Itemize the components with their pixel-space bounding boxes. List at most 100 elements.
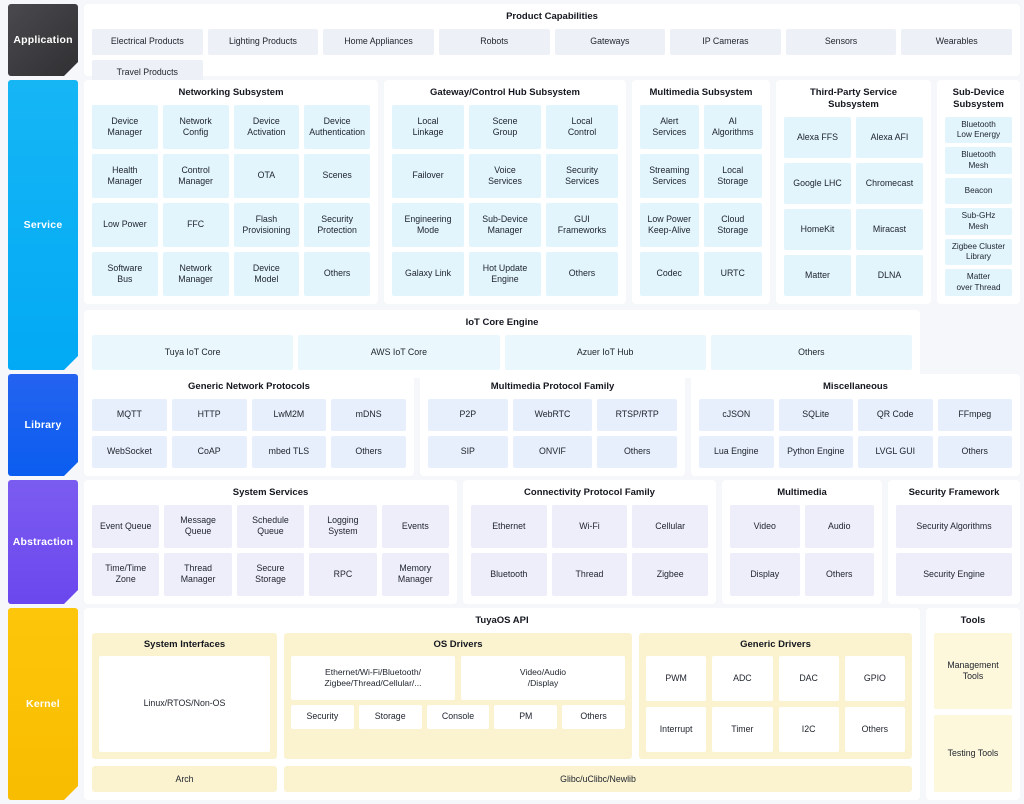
tile-networking[interactable]: FFC xyxy=(162,202,229,247)
tile-miscellaneous[interactable]: FFmpeg xyxy=(937,398,1012,431)
tile-os-driver[interactable]: Others xyxy=(562,704,625,729)
tile-miscellaneous[interactable]: Others xyxy=(937,435,1012,468)
tile-os-driver[interactable]: Console xyxy=(426,704,490,729)
tile-generic-network[interactable]: mbed TLS xyxy=(251,435,327,468)
tile-system-service[interactable]: Message Queue xyxy=(164,504,232,548)
tile-gateway[interactable]: Failover xyxy=(392,153,464,198)
tile-third-party[interactable]: DLNA xyxy=(856,254,923,296)
tile-system-service[interactable]: Memory Manager xyxy=(381,552,449,596)
tile-connectivity[interactable]: Thread xyxy=(551,552,628,596)
layer-chip-kernel[interactable]: Kernel xyxy=(8,608,78,800)
tile-miscellaneous[interactable]: SQLite xyxy=(778,398,853,431)
tile-networking[interactable]: Software Bus xyxy=(92,251,158,296)
tile-connectivity[interactable]: Ethernet xyxy=(471,504,547,548)
tile-os-driver[interactable]: Video/Audio /Display xyxy=(461,655,625,700)
tile-libc[interactable]: Glibc/uClibc/Newlib xyxy=(284,766,912,792)
tile-product-capability[interactable]: Robots xyxy=(438,28,550,55)
tile-multimedia[interactable]: Alert Services xyxy=(640,104,699,149)
tile-system-service[interactable]: Events xyxy=(381,504,449,548)
tile-miscellaneous[interactable]: Python Engine xyxy=(778,435,853,468)
tile-gateway[interactable]: Local Linkage xyxy=(392,104,464,149)
tile-generic-network[interactable]: MQTT xyxy=(92,398,167,431)
tile-generic-driver[interactable]: Timer xyxy=(712,706,773,752)
tile-multimedia[interactable]: Codec xyxy=(640,251,699,296)
tile-system-service[interactable]: Thread Manager xyxy=(164,552,232,596)
tile-product-capability[interactable]: Gateways xyxy=(554,28,666,55)
tile-networking[interactable]: Device Activation xyxy=(233,104,300,149)
tile-product-capability[interactable]: Electrical Products xyxy=(92,28,203,55)
tile-third-party[interactable]: Matter xyxy=(784,254,851,296)
tile-networking[interactable]: Low Power xyxy=(92,202,158,247)
tile-abstraction-multimedia[interactable]: Video xyxy=(730,504,800,548)
tile-system-service[interactable]: Event Queue xyxy=(92,504,160,548)
tile-generic-driver[interactable]: Interrupt xyxy=(646,706,707,752)
tile-generic-driver[interactable]: ADC xyxy=(712,655,773,701)
tile-generic-network[interactable]: Others xyxy=(331,435,406,468)
tile-iot-core[interactable]: Tuya IoT Core xyxy=(92,334,294,370)
tile-gateway[interactable]: Engineering Mode xyxy=(392,202,464,247)
tile-multimedia[interactable]: Cloud Storage xyxy=(703,202,762,247)
tile-gateway[interactable]: Hot Update Engine xyxy=(469,251,541,296)
tile-abstraction-multimedia[interactable]: Audio xyxy=(804,504,874,548)
tile-security-framework[interactable]: Security Engine xyxy=(896,552,1012,596)
tile-gateway[interactable]: Security Services xyxy=(546,153,618,198)
tile-abstraction-multimedia[interactable]: Others xyxy=(804,552,874,596)
tile-networking[interactable]: Device Authentication xyxy=(304,104,370,149)
tile-tool[interactable]: Management Tools xyxy=(934,632,1012,710)
tile-multimedia[interactable]: URTC xyxy=(703,251,762,296)
tile-multimedia-protocol[interactable]: ONVIF xyxy=(512,435,593,468)
layer-chip-application[interactable]: Application xyxy=(8,4,78,76)
tile-system-service[interactable]: Secure Storage xyxy=(236,552,305,596)
tile-iot-core[interactable]: Others xyxy=(710,334,912,370)
tile-connectivity[interactable]: Bluetooth xyxy=(471,552,547,596)
tile-sub-device[interactable]: Matter over Thread xyxy=(945,269,1012,296)
tile-sub-device[interactable]: Sub-GHz Mesh xyxy=(945,208,1012,235)
tile-third-party[interactable]: Chromecast xyxy=(856,162,923,204)
tile-abstraction-multimedia[interactable]: Display xyxy=(730,552,800,596)
tile-sub-device[interactable]: Zigbee Cluster Library xyxy=(945,238,1012,266)
tile-multimedia[interactable]: Streaming Services xyxy=(640,153,699,198)
tile-product-capability[interactable]: Lighting Products xyxy=(207,28,319,55)
tile-networking[interactable]: Network Manager xyxy=(162,251,229,296)
tile-networking[interactable]: OTA xyxy=(233,153,300,198)
tile-generic-network[interactable]: LwM2M xyxy=(251,398,327,431)
tile-gateway[interactable]: Scene Group xyxy=(469,104,541,149)
tile-third-party[interactable]: Miracast xyxy=(856,208,923,250)
tile-generic-driver[interactable]: PWM xyxy=(646,655,707,701)
tile-miscellaneous[interactable]: cJSON xyxy=(699,398,774,431)
tile-multimedia-protocol[interactable]: Others xyxy=(597,435,677,468)
tile-multimedia[interactable]: AI Algorithms xyxy=(703,104,762,149)
tile-gateway[interactable]: GUI Frameworks xyxy=(546,202,618,247)
tile-third-party[interactable]: Google LHC xyxy=(784,162,851,204)
tile-gateway[interactable]: Local Control xyxy=(546,104,618,149)
tile-multimedia-protocol[interactable]: P2P xyxy=(428,398,508,431)
tile-networking[interactable]: Device Manager xyxy=(92,104,158,149)
tile-third-party[interactable]: Alexa AFI xyxy=(856,116,923,158)
tile-networking[interactable]: Device Model xyxy=(233,251,300,296)
tile-generic-driver[interactable]: Others xyxy=(844,706,905,752)
tile-networking[interactable]: Network Config xyxy=(162,104,229,149)
tile-miscellaneous[interactable]: LVGL GUI xyxy=(858,435,933,468)
tile-generic-network[interactable]: HTTP xyxy=(171,398,247,431)
tile-generic-driver[interactable]: GPIO xyxy=(844,655,905,701)
tile-multimedia[interactable]: Low Power Keep-Alive xyxy=(640,202,699,247)
tile-networking[interactable]: Flash Provisioning xyxy=(233,202,300,247)
layer-chip-abstraction[interactable]: Abstraction xyxy=(8,480,78,604)
tile-generic-network[interactable]: CoAP xyxy=(171,435,247,468)
tile-os-driver[interactable]: PM xyxy=(494,704,558,729)
layer-chip-service[interactable]: Service xyxy=(8,80,78,370)
tile-gateway[interactable]: Others xyxy=(546,251,618,296)
tile-miscellaneous[interactable]: Lua Engine xyxy=(699,435,774,468)
tile-networking[interactable]: Control Manager xyxy=(162,153,229,198)
tile-os-driver[interactable]: Ethernet/Wi-Fi/Bluetooth/ Zigbee/Thread/… xyxy=(291,655,455,700)
tile-iot-core[interactable]: AWS IoT Core xyxy=(298,334,500,370)
tile-gateway[interactable]: Sub-Device Manager xyxy=(469,202,541,247)
tile-gateway[interactable]: Galaxy Link xyxy=(392,251,464,296)
tile-product-capability[interactable]: Wearables xyxy=(901,28,1012,55)
tile-third-party[interactable]: HomeKit xyxy=(784,208,851,250)
tile-system-service[interactable]: Time/Time Zone xyxy=(92,552,160,596)
tile-system-service[interactable]: Logging System xyxy=(309,504,377,548)
tile-multimedia-protocol[interactable]: RTSP/RTP xyxy=(597,398,677,431)
tile-os-driver[interactable]: Security xyxy=(291,704,354,729)
tile-product-capability[interactable]: IP Cameras xyxy=(670,28,781,55)
